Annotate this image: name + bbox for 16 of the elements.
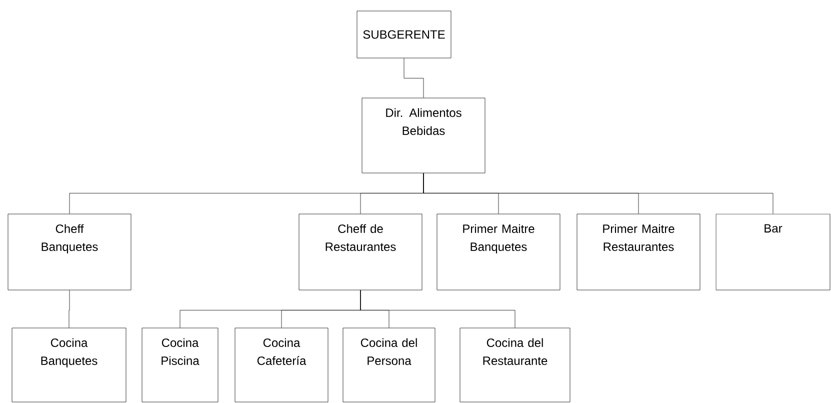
role-box: Cocina Banquetes bbox=[12, 328, 126, 402]
title-box: SUBGERENTE bbox=[356, 10, 452, 58]
connector-line bbox=[68, 290, 70, 328]
role-box: Cheff de Restaurantes bbox=[298, 214, 422, 290]
role-box: Primer Maitre Banquetes bbox=[436, 214, 560, 290]
connector-line bbox=[360, 290, 516, 328]
connector-line bbox=[404, 58, 424, 98]
role-box: Cocina del Restaurante bbox=[460, 328, 570, 402]
role-box: Cocina Cafetería bbox=[234, 328, 328, 402]
role-box: Cocina del Persona bbox=[342, 328, 436, 402]
role-box: Primer Maitre Restaurantes bbox=[576, 214, 700, 290]
connector-line bbox=[423, 173, 774, 214]
role-box: Bar bbox=[716, 214, 830, 290]
role-box: Dir. Alimentos Bebidas bbox=[362, 98, 486, 174]
role-box: Cheff Banquetes bbox=[8, 214, 132, 290]
role-box: Cocina Piscina bbox=[142, 328, 218, 402]
